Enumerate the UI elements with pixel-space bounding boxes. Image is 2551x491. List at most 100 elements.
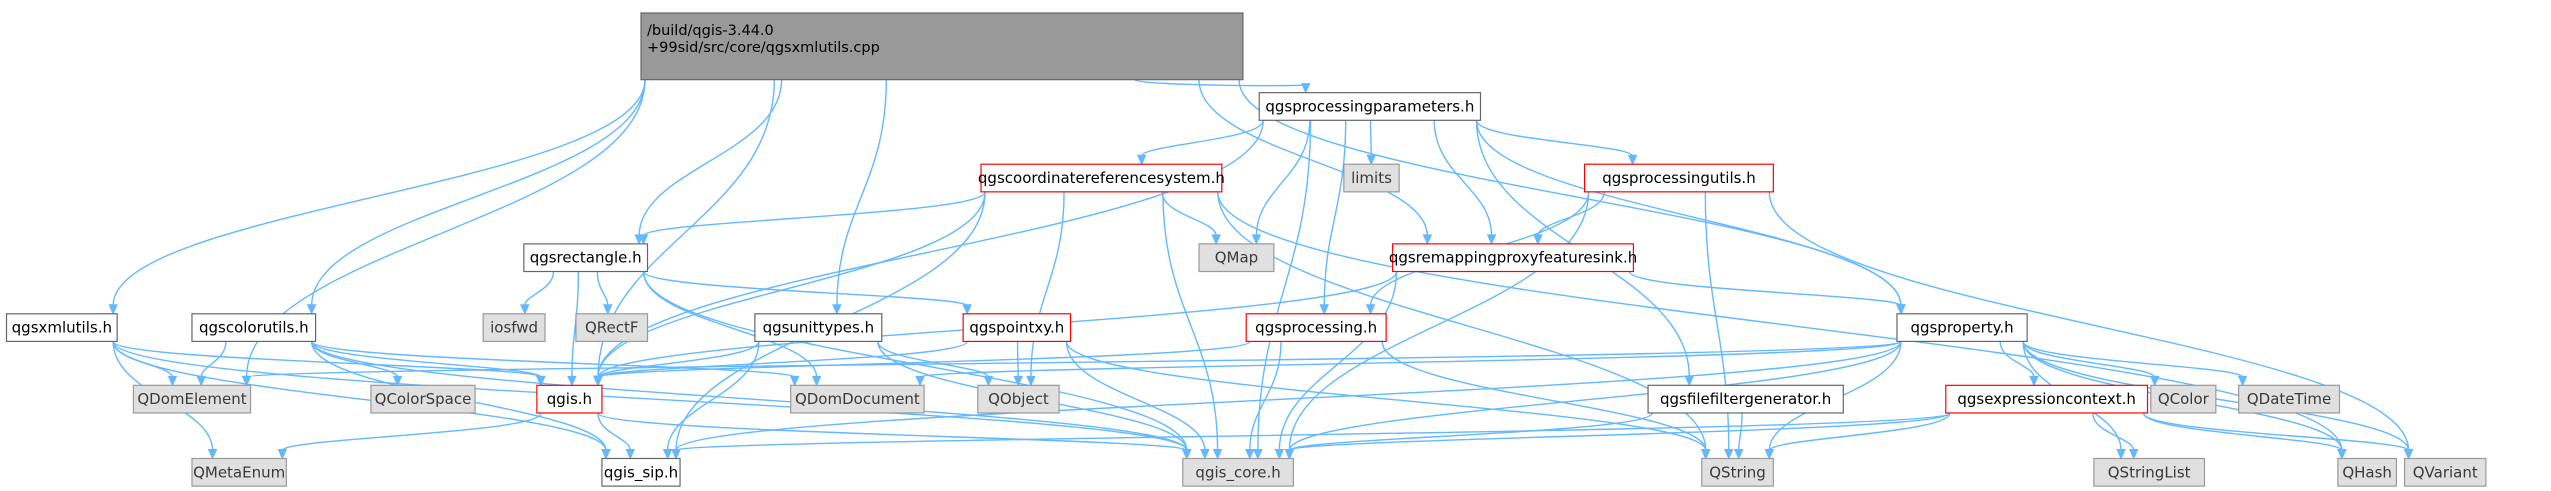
edge-qgsprocessing-to-qgis xyxy=(593,340,1251,387)
node-box xyxy=(1245,313,1387,343)
node-label: qgsexpressioncontext.h xyxy=(1957,390,2136,408)
edge-qgsrectangle-to-qgspointxy xyxy=(642,270,972,316)
node-label: qgis_core.h xyxy=(1195,463,1280,482)
node-root[interactable]: /build/qgis-3.44.0+99sid/src/core/qgsxml… xyxy=(640,12,1244,81)
edge-qgsexpressioncontext-to-qgis-sip xyxy=(671,412,1951,460)
node-qmetaenum: QMetaEnum xyxy=(191,457,287,487)
edge-qgsprocessingparameters-to-qgis-core xyxy=(1253,120,1312,460)
node-qgsremappingproxyfeaturesink[interactable]: qgsremappingproxyfeaturesink.h xyxy=(1389,243,1637,273)
node-box xyxy=(1647,384,1844,414)
node-label: qgsrectangle.h xyxy=(530,249,642,267)
node-qvariant: QVariant xyxy=(2403,457,2487,487)
edge-qgsproperty-to-qgsexpressioncontext xyxy=(1999,341,2039,387)
node-label: qgsremappingproxyfeaturesink.h xyxy=(1389,249,1637,267)
node-label: QHash xyxy=(2342,463,2392,481)
node-label: QMap xyxy=(1215,249,1258,267)
edge-qgsfilefiltergenerator-to-qstring xyxy=(1733,412,1744,460)
node-box xyxy=(2093,457,2206,487)
edge-qgscolorutils-to-qdomdocument xyxy=(310,340,800,387)
node-qobject: QObject xyxy=(977,384,1060,414)
edge-qgscoordinatereferencesystem-to-qgis xyxy=(593,191,986,387)
node-box xyxy=(790,384,925,414)
node-qgsprocessingutils[interactable]: qgsprocessingutils.h xyxy=(1584,163,1774,193)
node-box xyxy=(977,384,1060,414)
node-box xyxy=(1945,384,2149,414)
node-box xyxy=(2238,384,2341,414)
nodes-layer: /build/qgis-3.44.0+99sid/src/core/qgsxml… xyxy=(5,12,2487,487)
node-label: iosfwd xyxy=(490,319,538,337)
node-label: qgsproperty.h xyxy=(1910,319,2013,337)
node-qdomelement: QDomElement xyxy=(132,384,252,414)
edge-root-to-qgsunittypes xyxy=(832,79,888,316)
edge-qgsprocessingparameters-to-qgis xyxy=(593,120,1264,387)
edge-root-to-qgsrectangle xyxy=(634,79,783,246)
node-label: /build/qgis-3.44.0 xyxy=(647,23,774,39)
node-label: QColorSpace xyxy=(375,390,472,408)
edge-qgsprocessingparameters-to-qgsremappingproxyfeaturesink xyxy=(1433,120,1497,246)
node-qgscoordinatereferencesystem[interactable]: qgscoordinatereferencesystem.h xyxy=(978,163,1225,193)
node-qgis-sip[interactable]: qgis_sip.h xyxy=(601,457,681,487)
node-label: QDomDocument xyxy=(795,390,920,408)
node-box xyxy=(1343,163,1400,193)
edge-qgsprocessing-to-qgis-core xyxy=(1245,341,1282,460)
edge-qgsproperty-to-qdatetime xyxy=(2022,341,2248,387)
node-qgsproperty[interactable]: qgsproperty.h xyxy=(1896,313,2028,343)
edge-qgscoordinatereferencesystem-to-qmap xyxy=(1161,191,1221,246)
node-box xyxy=(370,384,476,414)
node-qgsprocessingparameters[interactable]: qgsprocessingparameters.h xyxy=(1258,92,1482,121)
node-qcolorspace: QColorSpace xyxy=(370,384,476,414)
edge-qgsprocessingparameters-to-qgsprocessing xyxy=(1319,120,1347,316)
node-box xyxy=(1896,313,2028,343)
node-label: QString xyxy=(1709,463,1766,481)
node-qgsxmlutils[interactable]: qgsxmlutils.h xyxy=(5,313,118,343)
edge-qgis-to-qmetaenum xyxy=(277,412,542,460)
edge-qgsrectangle-to-qgis xyxy=(567,271,580,387)
edge-qgsexpressioncontext-to-qstringlist xyxy=(2092,412,2139,460)
edge-qgspointxy-to-qstring xyxy=(1065,341,1711,460)
edge-qgscoordinatereferencesystem-to-qobject xyxy=(1026,191,1065,387)
node-qgsunittypes[interactable]: qgsunittypes.h xyxy=(754,313,883,343)
node-qdomdocument: QDomDocument xyxy=(790,384,925,414)
node-box xyxy=(601,457,681,487)
node-qgis-core: qgis_core.h xyxy=(1182,457,1294,487)
node-qgsexpressioncontext[interactable]: qgsexpressioncontext.h xyxy=(1945,384,2149,414)
node-label: qgis_sip.h xyxy=(604,463,678,482)
node-label: qgis.h xyxy=(547,390,592,408)
edge-qgsrectangle-to-iosfwd xyxy=(520,271,555,316)
node-qgsrectangle[interactable]: qgsrectangle.h xyxy=(523,243,649,273)
edge-qgscolorutils-to-qdomelement xyxy=(196,341,227,387)
edge-qgsprocessing-to-qstring xyxy=(1381,341,1711,460)
node-box xyxy=(536,384,603,414)
node-box xyxy=(980,163,1223,193)
edge-qgsprocessingparameters-to-qgscoordinatereferencesystem xyxy=(1136,120,1264,166)
node-label: QVariant xyxy=(2413,463,2478,481)
node-qgis[interactable]: qgis.h xyxy=(536,384,603,414)
node-box xyxy=(1198,243,1275,273)
edges-layer xyxy=(108,78,2414,460)
node-qgsfilefiltergenerator[interactable]: qgsfilefiltergenerator.h xyxy=(1647,384,1844,414)
edge-qgsproperty-to-qdomdocument xyxy=(915,340,1902,387)
node-box xyxy=(2150,384,2217,414)
edge-qgsprocessingutils-to-qstring xyxy=(1704,191,1734,460)
edge-qgsremappingproxyfeaturesink-to-qgsproperty xyxy=(1628,270,1906,316)
node-box xyxy=(754,313,883,343)
node-label: qgsunittypes.h xyxy=(763,319,875,337)
node-qgscolorutils[interactable]: qgscolorutils.h xyxy=(191,313,317,343)
edge-qgsexpressioncontext-to-qgis-core xyxy=(1284,412,1951,460)
node-qgsprocessing[interactable]: qgsprocessing.h xyxy=(1245,313,1387,343)
edge-qgsexpressioncontext-to-qhash xyxy=(2142,412,2347,460)
node-box xyxy=(132,384,252,414)
node-label: qgsfilefiltergenerator.h xyxy=(1660,390,1831,408)
node-box xyxy=(1701,457,1774,487)
node-box xyxy=(1258,92,1482,121)
node-label: qgscoordinatereferencesystem.h xyxy=(978,169,1225,187)
node-label: QColor xyxy=(2158,390,2210,408)
node-label: qgsprocessing.h xyxy=(1255,319,1377,337)
edge-qgsprocessingparameters-to-limits xyxy=(1366,120,1377,166)
node-qhash: QHash xyxy=(2337,457,2398,487)
edge-qgsprocessingutils-to-qvariant xyxy=(1768,191,2414,460)
node-qgspointxy[interactable]: qgspointxy.h xyxy=(962,313,1072,343)
node-box xyxy=(2403,457,2487,487)
edge-root-to-qgsremappingproxyfeaturesink xyxy=(1198,79,1433,246)
